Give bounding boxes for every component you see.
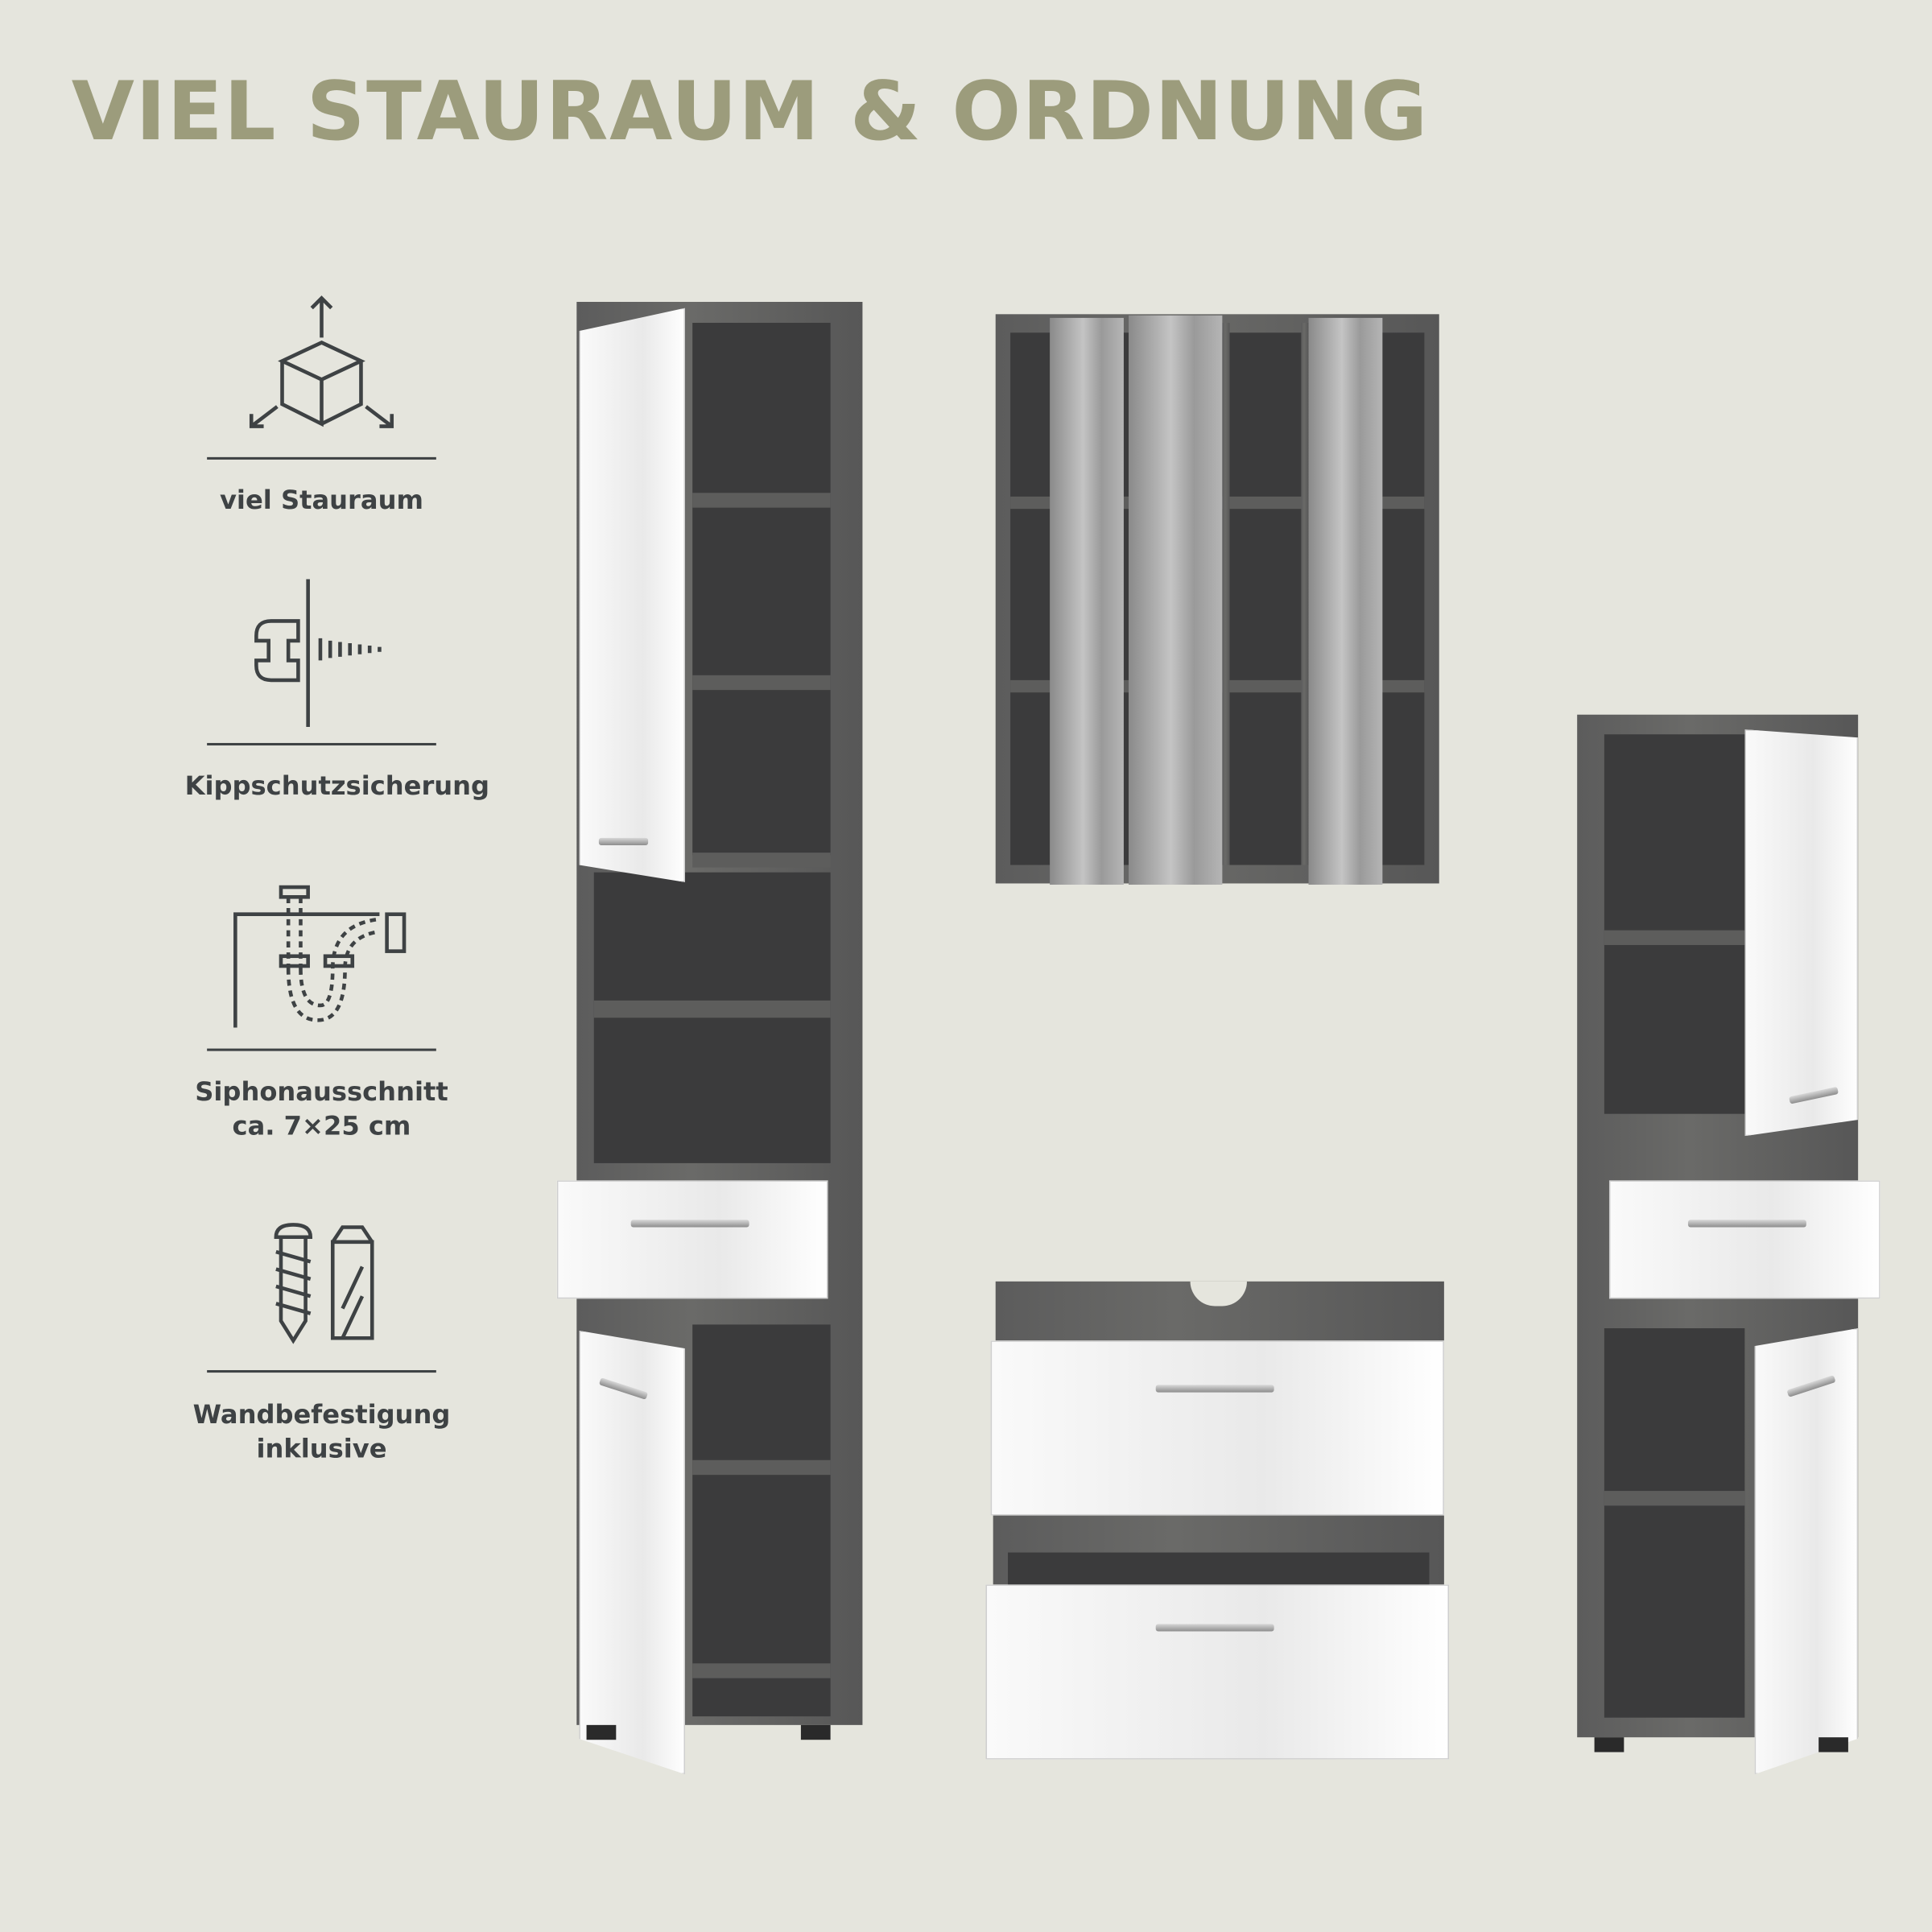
feature-label: viel Stauraum	[219, 485, 423, 515]
feature-text: Siphonausschnitt ca. 7×25 cm	[185, 1075, 459, 1144]
divider	[207, 1048, 436, 1051]
open-door-bottom	[1754, 1327, 1859, 1775]
mirror-door	[1308, 317, 1383, 885]
anti-tip-wall-anchor-icon	[254, 579, 382, 728]
headline: VIEL STAURAUM & ORDNUNG	[71, 64, 1429, 159]
feature-label: Wandbefestigung	[192, 1399, 451, 1430]
feature-text: Wandbefestigung inklusive	[185, 1397, 459, 1467]
screw-dowel-icon	[274, 1223, 374, 1344]
divider	[207, 742, 436, 746]
open-door-top	[579, 308, 686, 882]
feature-sublabel: inklusive	[256, 1434, 387, 1464]
feature-label: Siphonausschnitt	[195, 1076, 448, 1107]
divider	[207, 456, 436, 460]
mirror-door	[1129, 315, 1223, 885]
divider	[207, 1370, 436, 1373]
open-door-bottom	[579, 1331, 686, 1775]
siphon-pipe-icon	[233, 885, 407, 1028]
drawer	[990, 1340, 1444, 1516]
feature-label: Kippschutzsicherung	[184, 771, 490, 801]
drawer	[1608, 1180, 1880, 1299]
cube-dimensions-icon	[249, 295, 394, 428]
drawer	[985, 1584, 1449, 1760]
mirror-door	[1050, 317, 1124, 885]
feature-sublabel: ca. 7×25 cm	[232, 1111, 411, 1141]
drawer	[556, 1180, 828, 1299]
open-door-top	[1744, 729, 1859, 1137]
